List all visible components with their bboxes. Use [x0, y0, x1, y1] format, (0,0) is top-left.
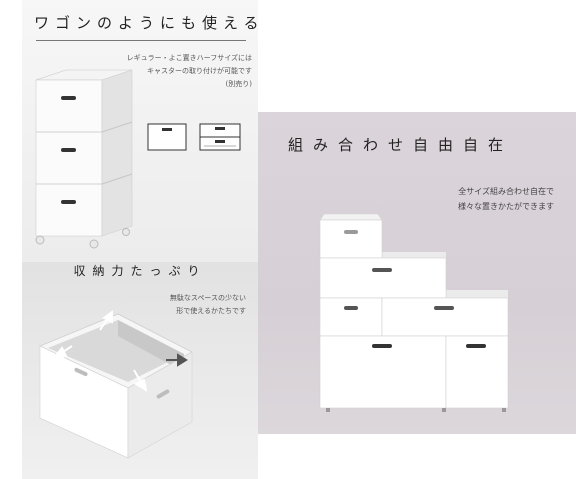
storage-panel: 収納力たっぷり 無駄なスペースの少ない 形で使えるかたちです [22, 262, 258, 479]
wagon-description: レギュラー・よこ置きハーフサイズには キャスターの取り付けが可能です (別売り) [126, 54, 252, 88]
expand-arrow-icon [51, 310, 148, 393]
combination-panel: 組み合わせ自由自在 全サイズ組み合わせ自在で 様々な置きかたができます [258, 112, 576, 434]
wagon-title: ワゴンのようにも使える [34, 14, 258, 32]
storage-title: 収納力たっぷり [73, 264, 207, 278]
combination-title: 組み合わせ自由自在 [288, 136, 514, 154]
wagon-stack-illustration [35, 69, 241, 249]
combination-description: 全サイズ組み合わせ自在で 様々な置きかたができます [458, 187, 554, 211]
title-divider [36, 40, 246, 41]
storage-description: 無駄なスペースの少ない 形で使えるかたちです [169, 294, 246, 315]
wagon-panel: ワゴンのようにも使える レギュラー・よこ置きハーフサイズには キャスターの取り付… [22, 0, 258, 262]
stacked-boxes-illustration [319, 213, 509, 412]
open-box-illustration [39, 310, 193, 459]
